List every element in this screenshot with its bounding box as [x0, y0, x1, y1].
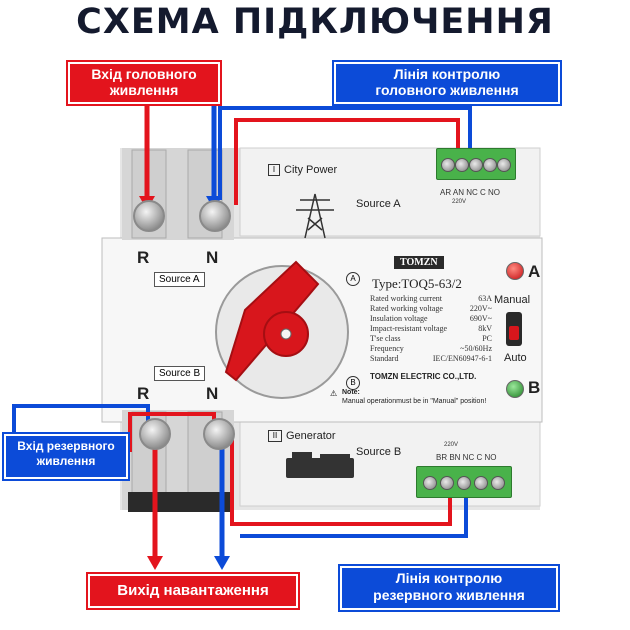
generator-text: Generator	[286, 430, 336, 442]
reserve-input-wire-blue	[12, 404, 150, 434]
warning-icon: ⚠	[330, 389, 338, 398]
source-a-text: Source A	[356, 198, 401, 210]
main-terminal-pins: AR AN NC C NO	[440, 188, 501, 197]
reserve-terminal-voltage: 220V	[444, 442, 459, 448]
load-output-label: Вихід навантаження	[88, 574, 298, 608]
manual-label: Manual	[494, 294, 531, 306]
source-a-tag: Source A	[154, 272, 205, 287]
reserve-input-label: Вхід резервного живлення	[4, 434, 128, 479]
main-control-wire-red	[234, 118, 460, 205]
city-power-text: City Power	[284, 164, 338, 176]
terminal-screw-n-top	[199, 200, 231, 232]
reserve-terminal-pins: BR BN NC C NO	[436, 453, 497, 462]
note-text: Manual operationmust be in "Manual" posi…	[342, 398, 487, 405]
reserve-control-label: Лінія контролю резервного живлення	[340, 566, 558, 610]
source-b-tag: Source B	[154, 366, 206, 381]
main-control-label: Лінія контролю головного живлення	[334, 62, 560, 104]
terminal-screw-n-bottom	[203, 418, 235, 450]
brand-logo: TOMZN	[394, 256, 444, 269]
source-a-mark: A	[528, 262, 541, 281]
note-label: Note:	[342, 389, 360, 396]
auto-label: Auto	[504, 352, 527, 364]
main-terminal-voltage: 220V	[452, 199, 467, 205]
power-pylon-icon	[296, 193, 334, 239]
roman-one-badge: I	[268, 164, 280, 176]
source-a-lamp	[506, 262, 524, 280]
company-name: TOMZN ELECTRIC CO.,LTD.	[370, 372, 477, 381]
source-b-lamp	[506, 380, 524, 398]
main-control-wire-blue	[218, 106, 472, 200]
reserve-control-wire-blue	[240, 490, 468, 538]
dial-b-marker: B	[346, 376, 360, 390]
source-b-mark: B	[528, 378, 541, 397]
main-control-terminal	[436, 148, 516, 180]
mode-switch-lever[interactable]	[509, 326, 519, 340]
reserve-control-terminal	[416, 466, 512, 498]
main-input-label: Вхід головного живлення	[68, 62, 220, 104]
pole-n-top: N	[206, 248, 219, 267]
generator-icon	[286, 452, 354, 478]
mode-switch[interactable]	[506, 312, 522, 346]
pole-r-bottom: R	[137, 384, 150, 403]
pole-n-bottom: N	[206, 384, 219, 403]
terminal-screw-r-top	[133, 200, 165, 232]
source-b-text: Source B	[356, 446, 402, 458]
terminal-screw-r-bottom	[139, 418, 171, 450]
reserve-control-wire-red	[230, 440, 452, 526]
spec-row: Frequency~50/60Hz	[370, 344, 492, 353]
roman-two-badge: II	[268, 430, 282, 442]
page-title: СХЕМА ПІДКЛЮЧЕННЯ	[76, 2, 554, 42]
device-type: Type:TOQ5-63/2	[372, 276, 462, 291]
pole-r-top: R	[137, 248, 150, 267]
dial-a-marker: A	[346, 272, 360, 286]
